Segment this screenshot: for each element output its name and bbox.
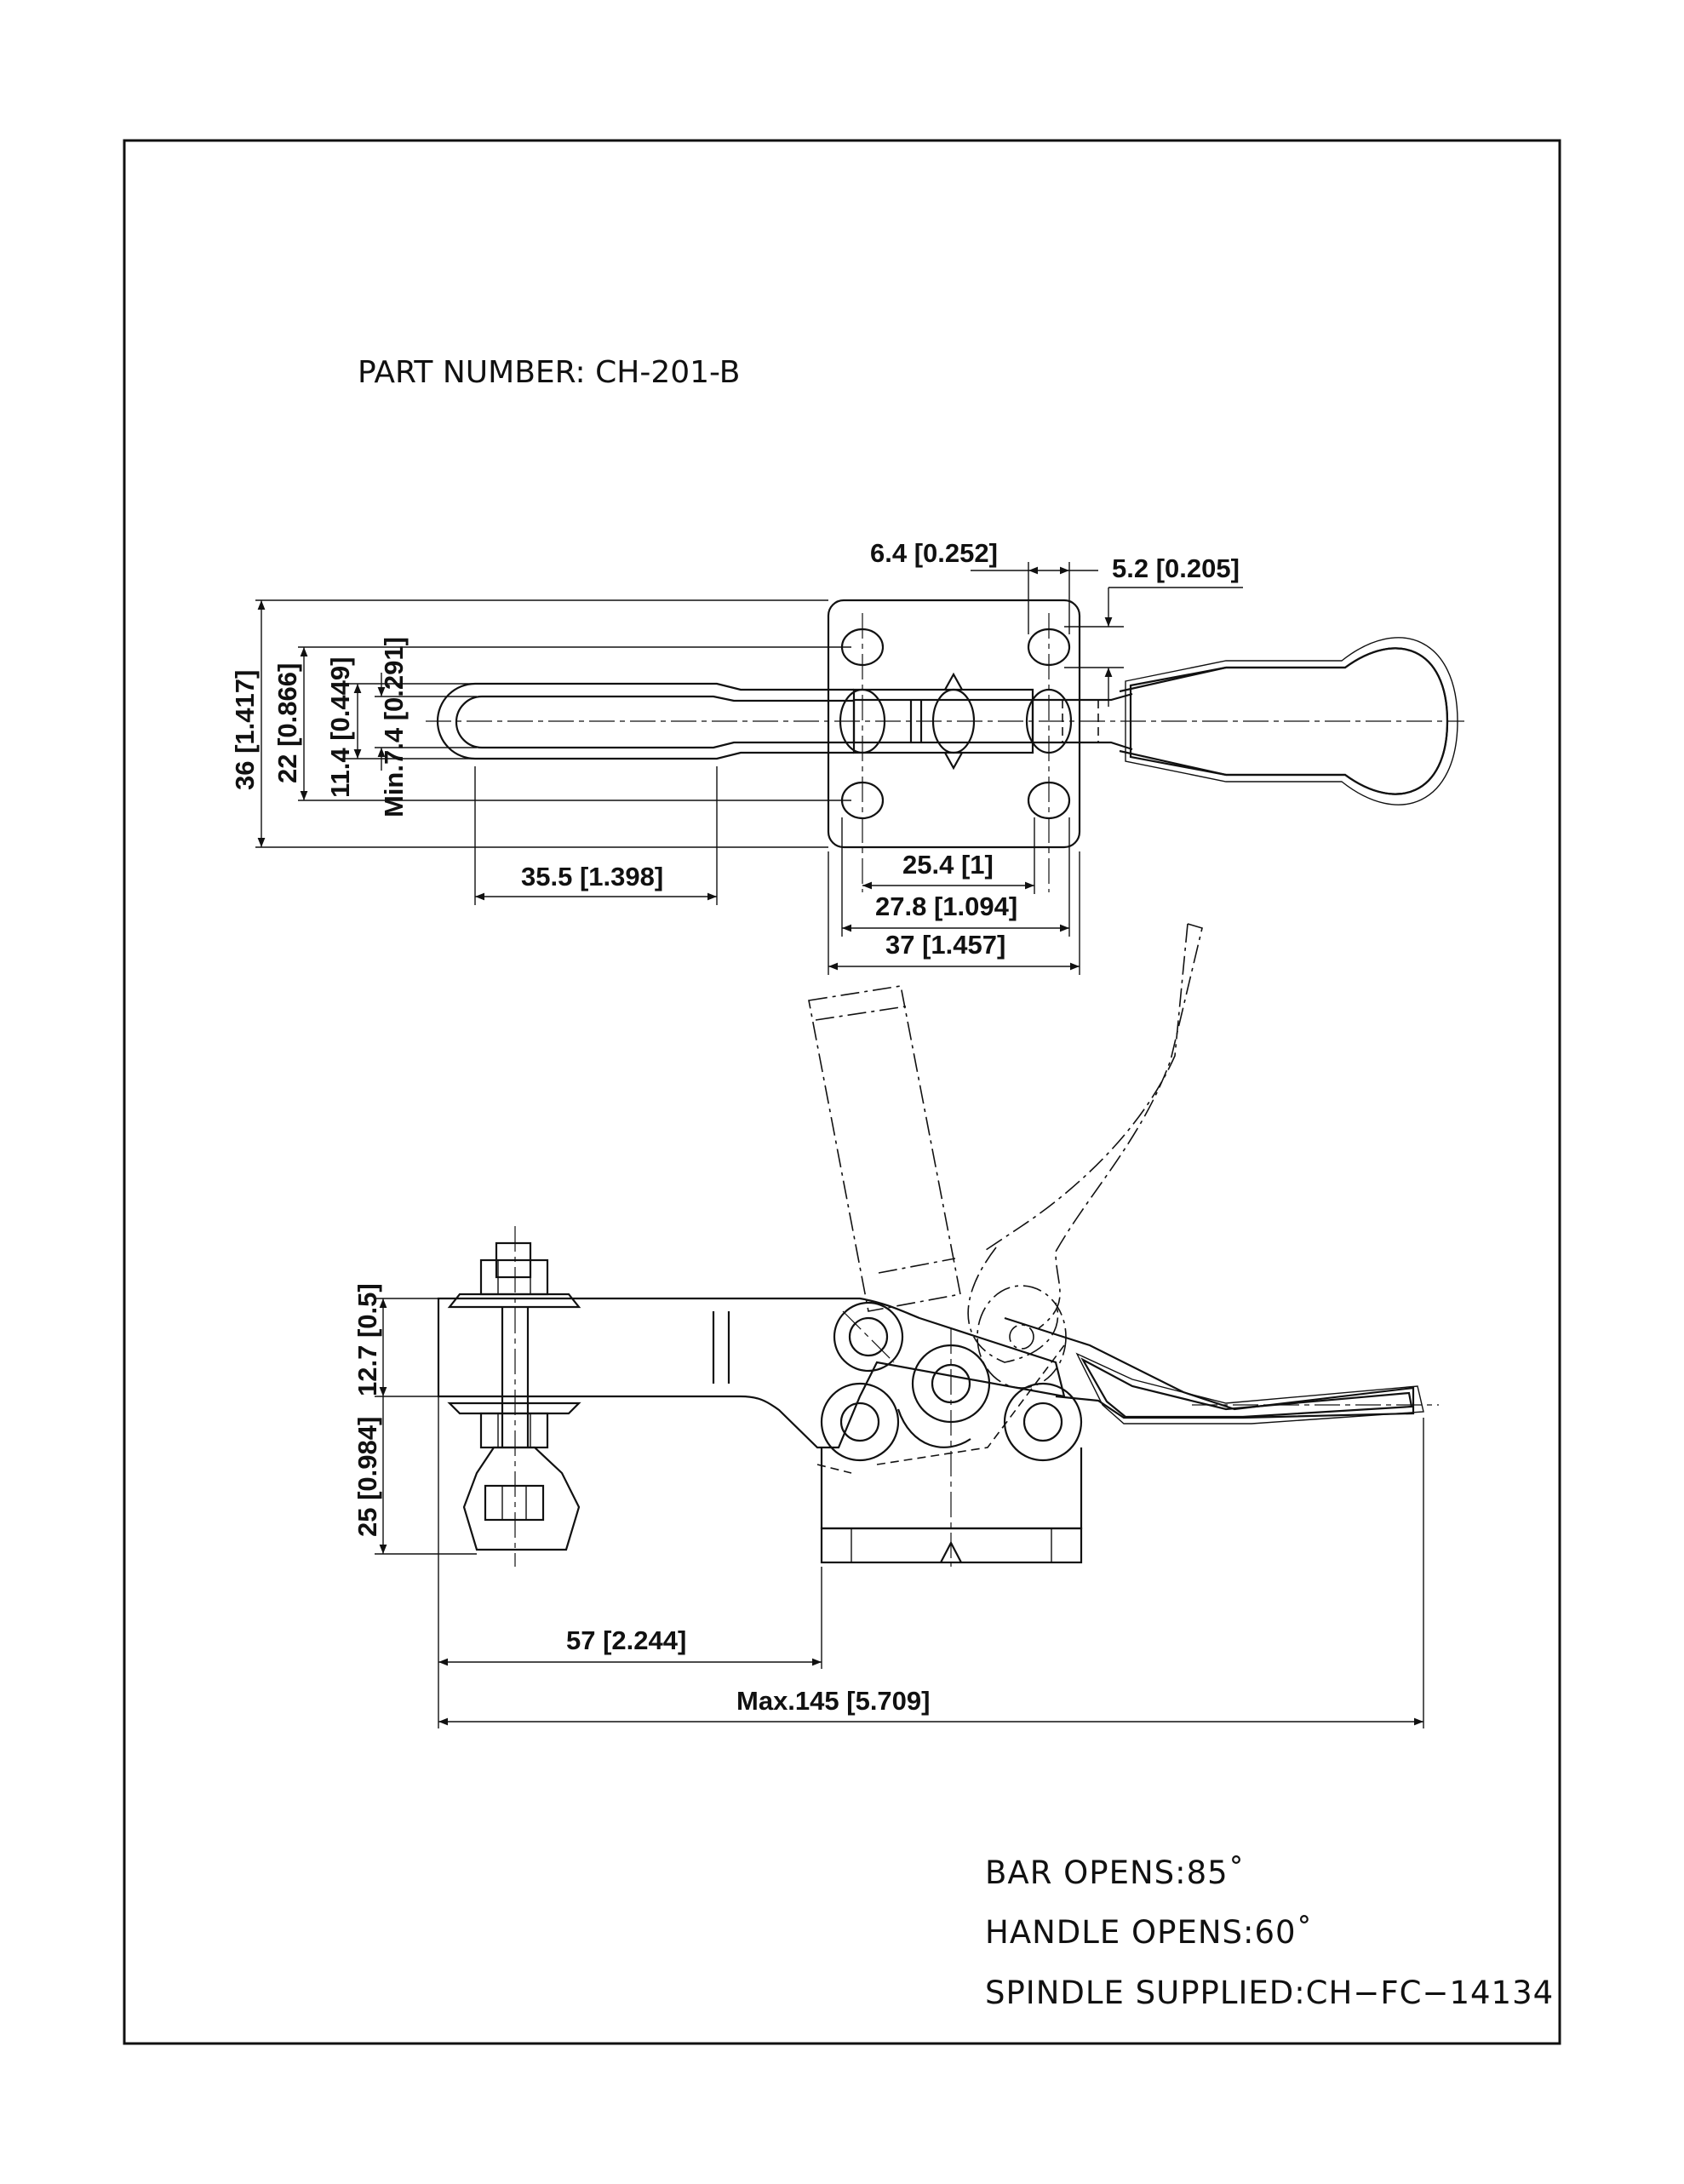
dim-12-7: 12.7 [0.5] <box>352 1283 382 1396</box>
dim-25-4: 25.4 [1] <box>902 850 994 880</box>
dim-57: 57 [2.244] <box>566 1625 686 1655</box>
dim-5-2: 5.2 [0.205] <box>1112 553 1240 583</box>
dim-36: 36 [1.417] <box>230 670 260 790</box>
dim-27-8: 27.8 [1.094] <box>875 891 1017 921</box>
note-spindle-supplied: SPINDLE SUPPLIED:CH−FC−14134 <box>985 1975 1554 2011</box>
dim-25: 25 [0.984] <box>352 1417 382 1537</box>
dim-11-4: 11.4 [0.449] <box>325 657 355 798</box>
base-plate-top <box>827 599 1081 849</box>
dim-35-5: 35.5 [1.398] <box>521 862 663 891</box>
spindle <box>447 1226 581 1567</box>
note-bar-opens: BAR OPENS:85˚ <box>985 1854 1245 1891</box>
clamp-bar-side <box>437 1297 1066 1449</box>
dim-6-4: 6.4 [0.252] <box>870 538 998 568</box>
side-view <box>375 923 1439 1728</box>
drawing-border <box>123 139 1561 2045</box>
dim-22: 22 [0.866] <box>272 663 302 783</box>
dim-37: 37 [1.457] <box>885 930 1005 960</box>
dim-max-145: Max.145 [5.709] <box>736 1686 930 1716</box>
part-number-label: PART NUMBER: CH-201-B <box>358 355 740 390</box>
dim-min-7-4: Min.7.4 [0.291] <box>379 637 409 817</box>
handle-side <box>1004 1316 1415 1419</box>
top-view <box>255 562 1464 975</box>
note-handle-opens: HANDLE OPENS:60˚ <box>985 1914 1313 1951</box>
